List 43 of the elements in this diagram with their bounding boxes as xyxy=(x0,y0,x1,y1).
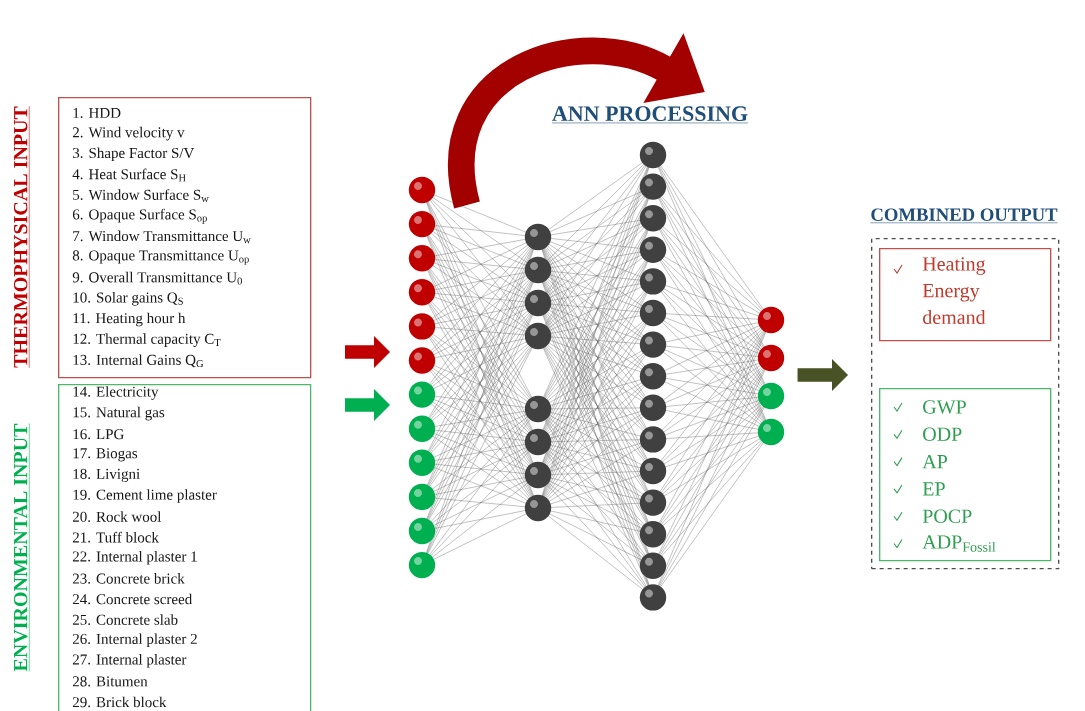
list-item: GWP xyxy=(923,400,966,414)
list-item: ODP xyxy=(923,427,962,441)
output-text: Heating Energy demand xyxy=(922,257,986,325)
list-item: 24. Concrete screed xyxy=(72,593,193,605)
list-item: 28. Bitumen xyxy=(72,676,148,687)
list-item: 26. Internal plaster 2 xyxy=(72,633,197,647)
list-item: 27. Internal plaster xyxy=(72,654,187,668)
list-item: 22. Internal plaster 1 xyxy=(72,551,197,565)
list-item: 9. Overall Transmittance U$_{0}$ xyxy=(72,271,242,285)
list-item: 21. Tuff block xyxy=(72,531,159,543)
list-item: 17. Biogas xyxy=(73,448,138,462)
block-arrow xyxy=(345,336,390,368)
list-item: 25. Concrete slab xyxy=(72,614,178,625)
list-item: 29. Brick block xyxy=(72,696,167,708)
list-item: 19. Cement lime plaster xyxy=(73,489,217,503)
list-item: 5. Window Surface S$_{w}$ xyxy=(73,189,209,203)
list-item: ADP$_{Fossil}$ xyxy=(922,535,996,552)
list-item: 2. Wind velocity v xyxy=(72,126,185,141)
list-item: POCP xyxy=(922,509,972,523)
list-item: 23. Concrete brick xyxy=(72,573,185,584)
list-item: 3. Shape Factor S/V xyxy=(73,147,195,162)
list-item: 10. Solar gains Q$_{S}$ xyxy=(73,292,183,306)
list-item: 15. Natural gas xyxy=(73,406,165,421)
list-item: 18. Livigni xyxy=(73,468,140,482)
list-item: 13. Internal Gains Q$_{G}$ xyxy=(73,354,204,368)
list-item: 12. Thermal capacity C$_{T}$ xyxy=(73,333,221,347)
list-item: 20. Rock wool xyxy=(72,511,162,522)
list-item: EP xyxy=(922,482,945,496)
list-item: 11. Heating hour h xyxy=(73,312,186,327)
section-heading: ANN PROCESSING xyxy=(551,106,749,124)
list-item: 14. Electricity xyxy=(73,386,159,400)
section-heading: ENVIRONMENTAL INPUT xyxy=(13,423,30,672)
section-heading: THERMOPHYSICAL INPUT xyxy=(13,105,30,369)
list-item: 8. Opaque Transmittance U$_{op}$ xyxy=(72,250,249,265)
list-item: 6. Opaque Surface S$_{op}$ xyxy=(72,208,207,224)
section-heading: COMBINED OUTPUT xyxy=(870,208,1058,224)
list-item: 4. Heat Surface S$_{H}$ xyxy=(72,168,186,182)
list-item: AP xyxy=(922,455,948,469)
list-item: 7. Window Transmittance U$_{w}$ xyxy=(73,230,251,244)
block-arrow xyxy=(797,359,848,391)
block-arrow xyxy=(345,389,390,421)
list-item: 16. LPG xyxy=(73,429,124,440)
list-item: 1. HDD xyxy=(73,107,121,119)
